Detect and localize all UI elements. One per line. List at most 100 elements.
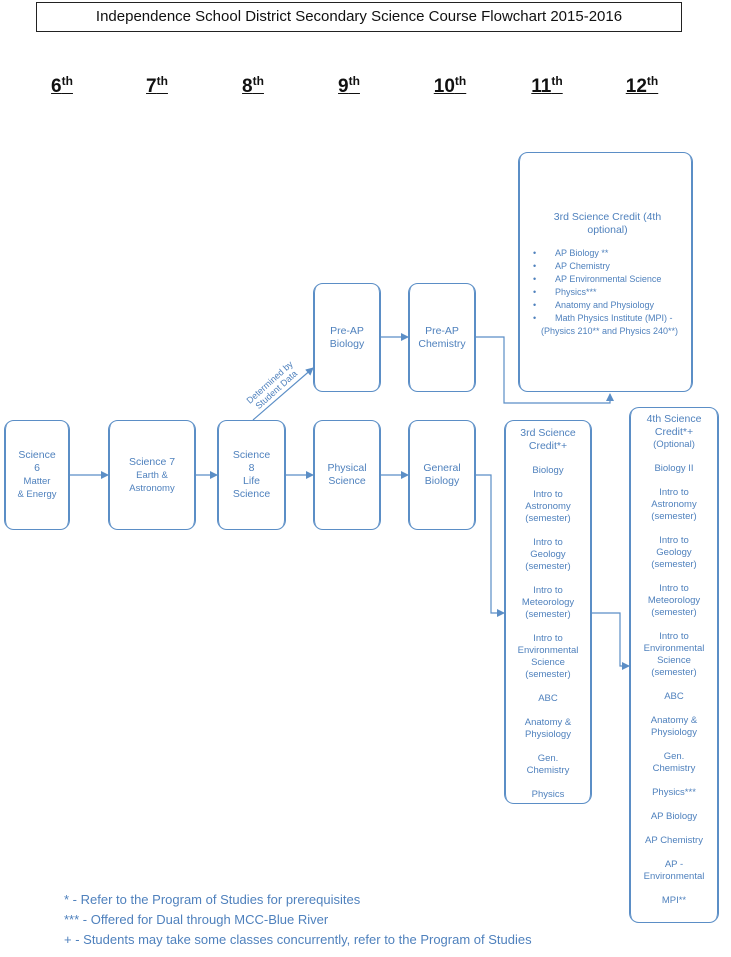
course-physical-science: Physical Science — [313, 420, 381, 530]
course-option-line: (semester) — [525, 561, 571, 572]
course-option: Biology — [532, 465, 563, 477]
fourth-credit-subheading: Credit*+ — [654, 426, 694, 438]
course-option-line: Intro to Geology — [530, 537, 566, 560]
grade-11-header: 11th — [531, 74, 563, 97]
course-option-line: Meteorology — [647, 595, 701, 606]
course-option-line: Intro to — [659, 583, 689, 594]
course-option-line: Physiology — [525, 729, 571, 740]
footnote-concurrent: + - Students may take some classes concu… — [64, 932, 532, 947]
course-option: Physics*** — [652, 787, 696, 799]
course-option: ABC — [664, 691, 684, 703]
ap-item: AP Chemistry — [533, 260, 682, 273]
course-option-line: Astronomy — [525, 501, 571, 512]
fourth-credit-optional: (Optional) — [653, 439, 695, 450]
course-option-line: Biology II — [654, 463, 694, 474]
arrow-preapchem-to-ap — [476, 336, 614, 404]
arrow-third-to-fourth — [592, 612, 630, 670]
course-option: Gen. Chemistry — [517, 753, 579, 777]
course-option-line: Environmental — [517, 645, 579, 656]
course-option-line: Intro to — [533, 633, 563, 644]
course-option-line: MPI** — [661, 895, 687, 906]
course-option: MPI** — [662, 895, 686, 907]
course-preap-chemistry: Pre-AP Chemistry — [408, 283, 476, 392]
grade-9-header: 9th — [338, 74, 360, 97]
course-option-line: Intro to — [533, 585, 563, 596]
course-option-line: (semester) — [651, 559, 697, 570]
course-option-line: Biology — [532, 465, 564, 476]
course-option: Anatomy &Physiology — [525, 717, 571, 741]
course-option-line: Science — [531, 657, 565, 668]
course-option: Intro to Geology(semester) — [642, 535, 706, 571]
ap-item: Physics*** — [533, 286, 682, 299]
ap-item-tail: (Physics 210** and Physics 240**) — [540, 326, 679, 336]
course-option-line: Gen. Chemistry — [526, 753, 570, 776]
course-option-line: AP Biology — [650, 811, 698, 822]
course-option: Biology II — [654, 463, 693, 475]
course-option-line: Anatomy & — [650, 715, 698, 726]
course-option-line: Intro to — [659, 631, 689, 642]
footnote-dual-credit: *** - Offered for Dual through MCC-Blue … — [64, 912, 329, 927]
course-option: ABC — [538, 693, 558, 705]
course-option-line: (semester) — [651, 607, 697, 618]
course-option-line: Physiology — [651, 727, 697, 738]
course-option-line: (semester) — [525, 669, 571, 680]
course-option: Intro to Geology(semester) — [517, 537, 579, 573]
course-option-line: Meteorology — [521, 597, 575, 608]
grade-6-header: 6th — [51, 74, 73, 97]
grade-7-header: 7th — [146, 74, 168, 97]
ap-item: AP Biology ** — [533, 247, 682, 260]
course-option-line: (semester) — [651, 667, 697, 678]
course-option-line: Intro to — [533, 489, 563, 500]
course-option-line: (semester) — [525, 609, 571, 620]
course-option: AP Biology — [651, 811, 697, 823]
course-option-line: Physics*** — [652, 787, 696, 798]
fourth-credit-heading: 4th Science — [646, 413, 702, 425]
course-option-line: Astronomy — [651, 499, 697, 510]
course-general-biology: General Biology — [408, 420, 476, 530]
course-science-7: Science 7 Earth & Astronomy — [108, 420, 196, 530]
ap-course-list: AP Biology ** AP Chemistry AP Environmen… — [533, 247, 682, 325]
course-option-line: Science — [657, 655, 691, 666]
ap-item: Math Physics Institute (MPI) - — [533, 312, 682, 325]
fourth-credit-box: 4th Science Credit*+ (Optional) Biology … — [629, 407, 719, 923]
course-option-line: Environmental — [643, 871, 705, 882]
course-option: Gen. Chemistry — [642, 751, 706, 775]
course-option-line: AP Chemistry — [645, 835, 703, 846]
course-option: AP -Environmental — [644, 859, 705, 883]
course-option: Physics — [532, 789, 565, 801]
ap-item: Anatomy and Physiology — [533, 299, 682, 312]
course-option-line: Physics — [531, 789, 565, 800]
third-credit-ap-box: 3rd Science Credit (4th optional) AP Bio… — [518, 152, 693, 392]
grade-10-header: 10th — [433, 74, 467, 97]
course-option-line: Environmental — [643, 643, 705, 654]
course-science-6: Science 6 Matter & Energy — [4, 420, 70, 530]
grade-8-header: 8th — [242, 74, 264, 97]
third-credit-subheading: Credit*+ — [528, 440, 568, 452]
page-title: Independence School District Secondary S… — [36, 2, 682, 32]
third-credit-ap-heading: 3rd Science Credit (4th optional) — [553, 211, 662, 236]
course-option-line: ABC — [664, 691, 684, 702]
course-option-line: AP - — [664, 859, 684, 870]
footnote-prerequisites: * - Refer to the Program of Studies for … — [64, 892, 361, 907]
course-option-line: ABC — [538, 693, 558, 704]
arrow-genbio-to-third — [476, 474, 505, 617]
course-option: AP Chemistry — [645, 835, 703, 847]
arrow-8-to-preap — [252, 367, 314, 421]
ap-item: AP Environmental Science — [533, 273, 682, 286]
grade-12-header: 12th — [625, 74, 659, 97]
course-option-line: Intro to Geology — [656, 535, 692, 558]
course-option-line: Gen. Chemistry — [652, 751, 696, 774]
course-option-line: (semester) — [525, 513, 571, 524]
course-preap-biology: Pre-AP Biology — [313, 283, 381, 392]
course-option-line: Anatomy & — [524, 717, 572, 728]
course-option: Anatomy &Physiology — [651, 715, 697, 739]
course-science-8: Science 8 Life Science — [217, 420, 286, 530]
